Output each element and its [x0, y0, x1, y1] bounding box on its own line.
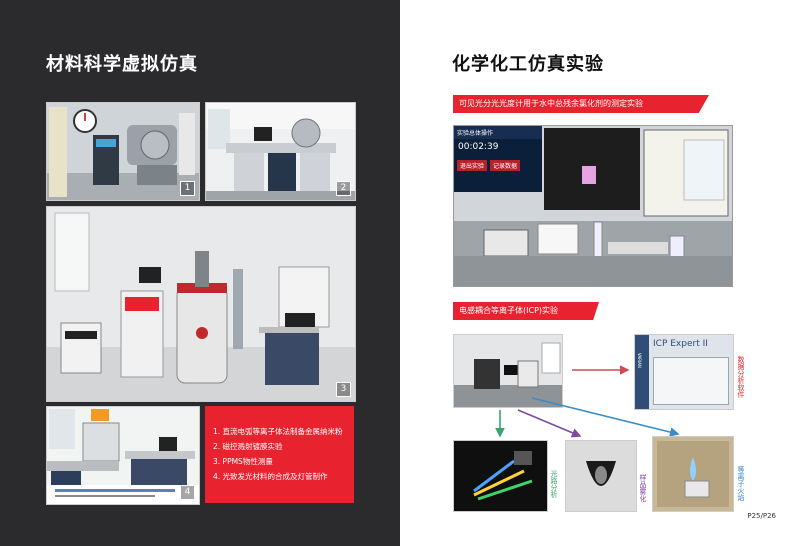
exp2-banner: 电感耦合等离子体(ICP)实验 [453, 302, 599, 320]
software-brand: VARIAN [637, 353, 642, 368]
experiment-list-box: 1. 直流电弧等离子体法制备金属纳米粉 2. 磁控溅射镀膜实验 3. PPMS物… [205, 406, 354, 503]
sputtering-equipment-image [206, 103, 355, 200]
photo-number: 1 [180, 181, 195, 196]
ppms-lab-image [47, 207, 355, 401]
label-software: 数据分析软件 [737, 356, 745, 398]
photo-number: 3 [336, 382, 351, 397]
right-page: 化学化工仿真实验 可见光分光光度计用于水中总残余氯化剂的测定实验 实验总体操作 … [400, 0, 800, 546]
plasma-flame-image [653, 437, 733, 511]
software-title: ICP Expert II [653, 339, 708, 349]
photoluminescence-lab-image [47, 407, 199, 504]
icp-software-window: VARIAN ICP Expert II [634, 334, 734, 410]
photo-atomize [565, 440, 637, 512]
photo-optics [453, 440, 548, 512]
timer: 00:02:39 [458, 142, 499, 152]
photo-number: 2 [336, 181, 351, 196]
spectrophotometer-screenshot: 实验总体操作 00:02:39 退出实验 记录数据 [453, 125, 733, 287]
photo-sputtering: 2 [205, 102, 356, 201]
panel-title: 实验总体操作 [454, 126, 542, 139]
photo-photoluminescence: 4 [46, 406, 200, 505]
nebulizer-image [566, 441, 636, 511]
photo-plasma [652, 436, 734, 512]
list-item: 1. 直流电弧等离子体法制备金属纳米粉 [213, 427, 343, 436]
arc-plasma-equipment-image [47, 103, 199, 200]
label-optics: 光路分析 [550, 470, 558, 498]
page-number: P25/P26 [747, 512, 776, 520]
list-item: 3. PPMS物性测量 [213, 457, 273, 466]
software-sidebar [635, 335, 649, 409]
photo-ppms: 3 [46, 206, 356, 402]
exp1-banner: 可见光分光光度计用于水中总残余氯化剂的测定实验 [453, 95, 709, 113]
icp-lab-screenshot [453, 334, 563, 408]
label-atomize: 样品雾化 [639, 474, 647, 502]
exit-button[interactable]: 退出实验 [457, 160, 488, 171]
flow-arrows [495, 365, 680, 438]
icp-lab-image [454, 335, 562, 407]
photo-number: 4 [180, 485, 195, 500]
label-plasma: 等离子火焰 [737, 466, 745, 501]
optics-path-image [454, 441, 547, 511]
software-content [653, 357, 729, 405]
record-button[interactable]: 记录数据 [490, 160, 521, 171]
left-title: 材料科学虚拟仿真 [46, 54, 198, 75]
operation-panel: 实验总体操作 00:02:39 退出实验 记录数据 [454, 126, 542, 192]
left-page: 材料科学虚拟仿真 1 [0, 0, 400, 546]
list-item: 2. 磁控溅射镀膜实验 [213, 442, 283, 451]
photo-arc-plasma: 1 [46, 102, 200, 201]
right-title: 化学化工仿真实验 [452, 54, 604, 75]
experiment-list: 1. 直流电弧等离子体法制备金属纳米粉 2. 磁控溅射镀膜实验 3. PPMS物… [205, 406, 354, 484]
list-item: 4. 光致发光材料的合成及灯管制作 [213, 472, 328, 481]
